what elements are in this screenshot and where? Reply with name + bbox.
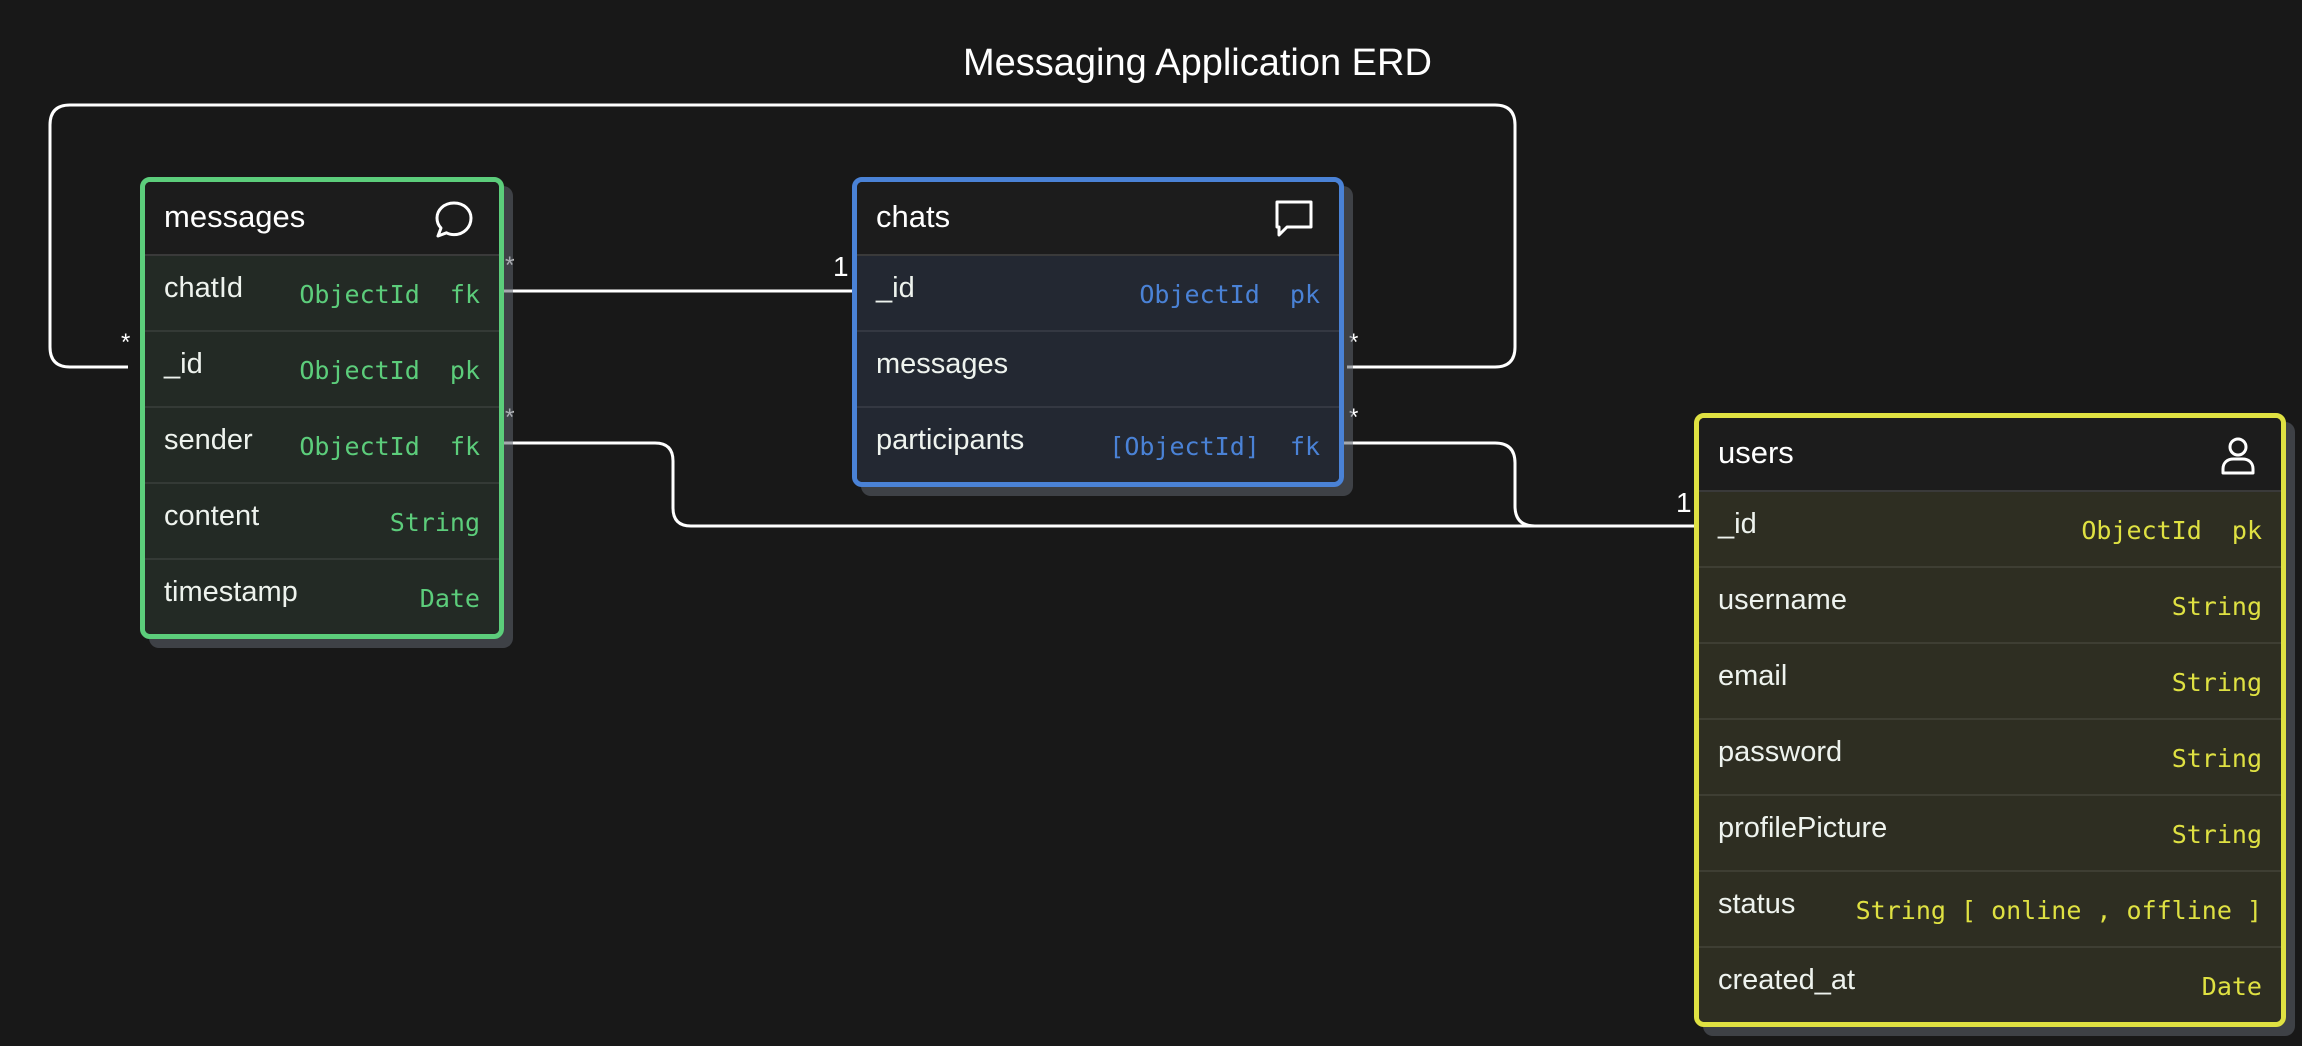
cardinality-label: * (1349, 404, 1358, 431)
field-name: email (1718, 660, 1788, 692)
diagram-title: Messaging Application ERD (963, 42, 1432, 84)
field-name: profilePicture (1718, 812, 1888, 844)
field-type: [ObjectId] fk (1109, 432, 1320, 461)
field-row[interactable]: content String (145, 484, 499, 560)
field-type: Date (2201, 972, 2262, 1001)
field-row[interactable]: _id ObjectId pk (857, 256, 1339, 332)
field-name: username (1718, 584, 1847, 616)
field-name: messages (876, 348, 1009, 380)
field-row[interactable]: email String (1699, 644, 2281, 720)
entity-header: chats (857, 182, 1339, 256)
user-icon (2221, 437, 2255, 475)
edge-messages-sender-to-users-id (483, 441, 1705, 528)
field-type: String (2171, 744, 2262, 773)
field-row[interactable]: participants [ObjectId] fk (857, 408, 1339, 482)
entity-messages[interactable]: messages chatId ObjectId fk _id ObjectId… (140, 177, 504, 639)
field-type: ObjectId fk (299, 280, 480, 309)
field-row[interactable]: password String (1699, 720, 2281, 796)
field-name: sender (164, 424, 253, 456)
edge-chats-messages-to-messages-id (48, 103, 1517, 369)
field-type: ObjectId pk (1139, 280, 1320, 309)
field-type: String [ online , offline ] (1855, 896, 2262, 925)
field-row[interactable]: messages (857, 332, 1339, 408)
speech-bubble-square-icon (1275, 200, 1313, 237)
entity-header: users (1699, 418, 2281, 492)
edge-chats-participants-to-users-id (1328, 441, 1705, 528)
field-name: status (1718, 888, 1796, 920)
field-row[interactable]: created_at Date (1699, 948, 2281, 1022)
field-type: String (2171, 592, 2262, 621)
entity-chats[interactable]: chats _id ObjectId pk messages participa… (852, 177, 1344, 487)
cardinality-label: * (121, 329, 130, 356)
cardinality-label: 1 (1676, 487, 1692, 518)
field-name: _id (876, 272, 915, 304)
field-name: participants (876, 424, 1025, 456)
field-name: _id (164, 348, 203, 380)
entity-users[interactable]: users _id ObjectId pk username String em… (1694, 413, 2286, 1027)
field-row[interactable]: profilePicture String (1699, 796, 2281, 872)
speech-bubble-round-icon (435, 201, 473, 238)
field-type: Date (419, 584, 480, 613)
field-name: timestamp (164, 576, 298, 608)
cardinality-label: 1 (833, 251, 849, 282)
field-name: content (164, 500, 260, 532)
field-row[interactable]: username String (1699, 568, 2281, 644)
field-name: _id (1718, 508, 1757, 540)
cardinality-label: * (505, 404, 514, 431)
cardinality-label: * (1349, 329, 1358, 356)
field-name: chatId (164, 272, 243, 304)
field-row[interactable]: status String [ online , offline ] (1699, 872, 2281, 948)
entity-name: users (1718, 435, 1794, 470)
field-name: created_at (1718, 964, 1856, 996)
entity-name: chats (876, 199, 951, 234)
field-type: String (2171, 668, 2262, 697)
field-type: ObjectId pk (299, 356, 480, 385)
entity-name: messages (164, 199, 306, 234)
field-type: ObjectId pk (2081, 516, 2262, 545)
field-row[interactable]: _id ObjectId pk (145, 332, 499, 408)
field-row[interactable]: chatId ObjectId fk (145, 256, 499, 332)
field-row[interactable]: sender ObjectId fk (145, 408, 499, 484)
field-type: String (2171, 820, 2262, 849)
field-name: password (1718, 736, 1843, 768)
field-row[interactable]: _id ObjectId pk (1699, 492, 2281, 568)
cardinality-label: * (505, 252, 514, 279)
field-type: String (389, 508, 480, 537)
field-type: ObjectId fk (299, 432, 480, 461)
field-row[interactable]: timestamp Date (145, 560, 499, 634)
entity-header: messages (145, 182, 499, 256)
